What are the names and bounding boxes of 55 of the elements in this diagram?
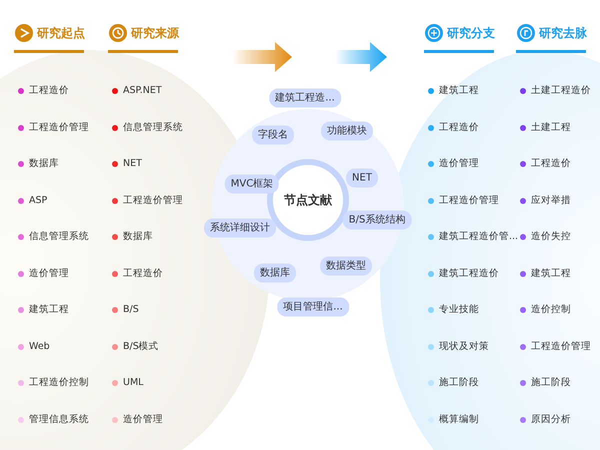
keyword-bubble: 建筑工程造... — [269, 88, 341, 108]
column-heading: 研究分支 — [447, 25, 495, 41]
list-item: 建筑工程 — [439, 84, 479, 98]
list-item: 工程造价 — [531, 157, 571, 171]
list-item: 建筑工程造价管... — [439, 230, 518, 244]
column-heading: 研究来源 — [131, 25, 179, 41]
column-heading: 研究去脉 — [539, 25, 587, 41]
column-heading: 研究起点 — [37, 25, 85, 41]
list-item: 概算编制 — [439, 412, 479, 426]
list-item: 工程造价管理 — [123, 194, 183, 208]
list-item: 信息管理系统 — [123, 120, 183, 134]
list-item: Web — [29, 340, 50, 354]
list-item: 工程造价管理 — [531, 340, 591, 354]
list-item: 工程造价 — [29, 84, 69, 98]
list-item: 现状及对策 — [439, 340, 489, 354]
list-item: NET — [123, 157, 142, 171]
list-item: 信息管理系统 — [29, 230, 89, 244]
list-item: 土建工程造价 — [531, 84, 591, 98]
list-item: 原因分析 — [531, 412, 571, 426]
list-item: 造价管理 — [123, 412, 163, 426]
list-item: 工程造价控制 — [29, 376, 89, 390]
list-item: 造价管理 — [439, 157, 479, 171]
list-item: 管理信息系统 — [29, 412, 89, 426]
keyword-bubble: MVC框架 — [224, 174, 280, 194]
list-item: 施工阶段 — [531, 376, 571, 390]
keyword-bubble: B/S系统结构 — [342, 210, 412, 230]
list-item: 施工阶段 — [439, 376, 479, 390]
list-item: 造价控制 — [531, 303, 571, 317]
list-item: B/S — [123, 303, 139, 317]
list-item: ASP.NET — [123, 84, 162, 98]
keyword-bubble: 字段名 — [252, 126, 294, 144]
list-item: ASP — [29, 194, 48, 208]
list-item: 建筑工程 — [29, 303, 69, 317]
list-item: 数据库 — [123, 230, 153, 244]
keyword-bubble: NET — [346, 168, 378, 188]
list-item: UML — [123, 376, 144, 390]
keyword-bubble: 系统详细设计 — [204, 218, 276, 238]
list-item: 应对举措 — [531, 194, 571, 208]
list-item: 数据库 — [29, 157, 59, 171]
list-item: 造价失控 — [531, 230, 571, 244]
keyword-bubble: 数据库 — [254, 264, 296, 282]
list-item: 工程造价管理 — [29, 120, 89, 134]
keyword-bubble: 数据类型 — [320, 256, 372, 276]
keyword-bubble: 功能模块 — [321, 122, 373, 140]
list-item: 工程造价 — [123, 266, 163, 280]
list-item: B/S模式 — [123, 340, 159, 354]
list-item: 专业技能 — [439, 303, 479, 317]
list-item: 建筑工程造价 — [439, 266, 499, 280]
list-item: 造价管理 — [29, 266, 69, 280]
list-item: 工程造价 — [439, 120, 479, 134]
center-label: 节点文献 — [283, 192, 333, 209]
list-item: 工程造价管理 — [439, 194, 499, 208]
keyword-bubble: 项目管理信... — [277, 298, 349, 316]
list-item: 土建工程 — [531, 120, 571, 134]
list-item: 建筑工程 — [531, 266, 571, 280]
